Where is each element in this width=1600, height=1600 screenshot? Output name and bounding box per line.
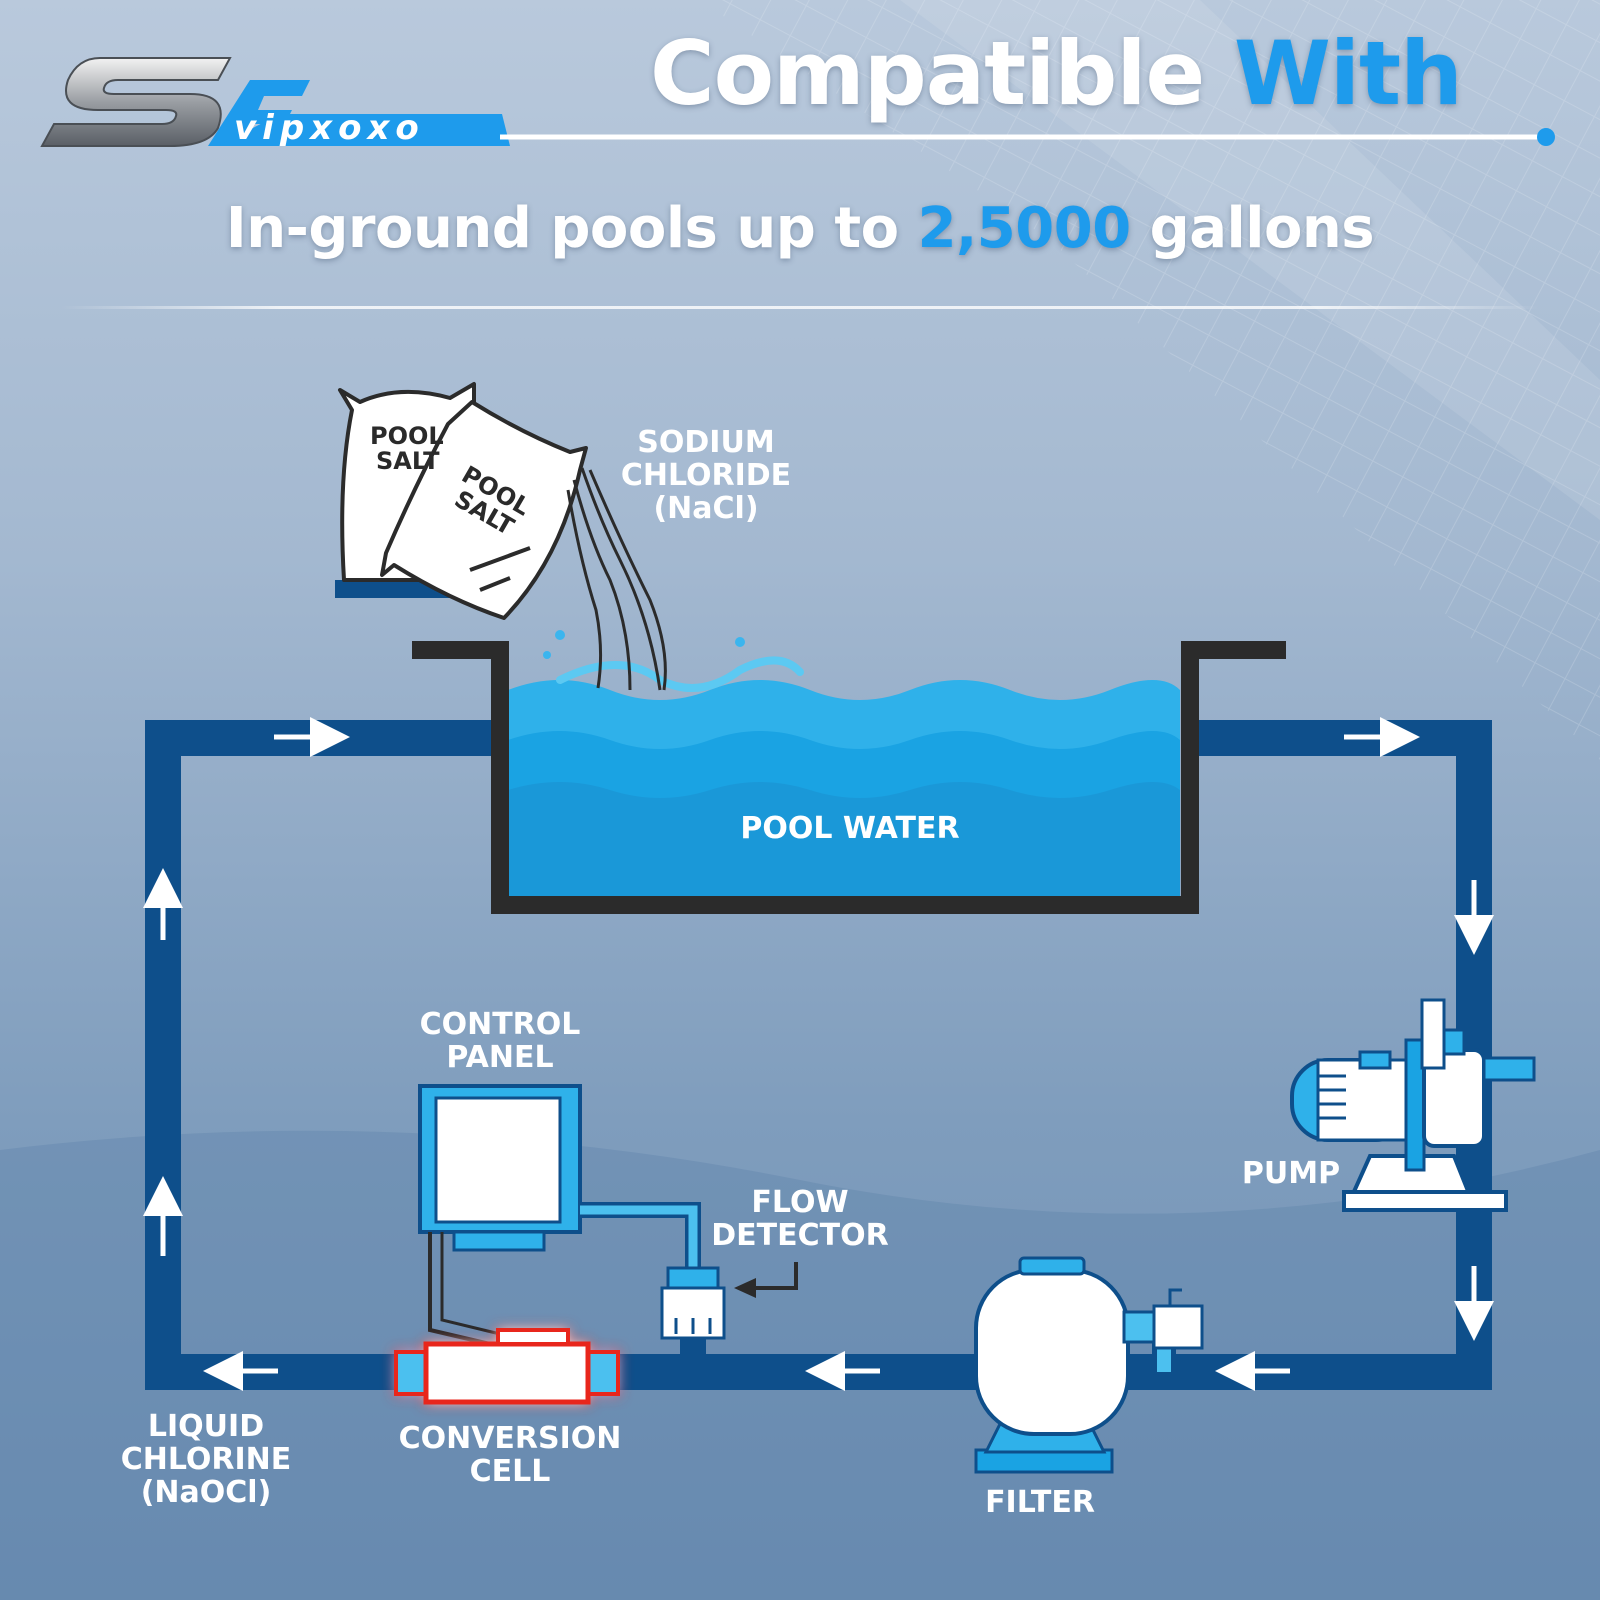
flow-detector-label: FLOW DETECTOR [700,1186,900,1252]
conversion-cell-line-2: CELL [469,1454,551,1489]
flow-detector-line-2: DETECTOR [711,1218,889,1253]
title-underline [500,128,1555,146]
brand-logo [40,57,510,147]
control-panel-label: CONTROL PANEL [400,1008,600,1074]
control-panel [418,1084,701,1346]
filter [974,1256,1204,1474]
conversion-cell [394,1328,620,1405]
liquid-chlorine-line-1: LIQUID [147,1409,265,1444]
control-panel-line-2: PANEL [446,1040,554,1075]
page-title: Compatible With [650,22,1463,125]
liquid-chlorine-line-3: (NaOCl) [140,1475,272,1510]
pool [412,641,1286,914]
divider-line [60,306,1540,309]
pool-capacity: In-ground pools up to 2,5000 gallons [0,196,1600,261]
conversion-cell-line-1: CONVERSION [398,1421,622,1456]
title-highlight: With [1233,22,1463,125]
sodium-line-3: (NaCl) [653,491,759,526]
subtitle-before: In-ground pools up to [225,196,899,261]
bag-back-line-1: POOL [370,422,444,450]
sodium-chloride-label: SODIUM CHLORIDE (NaCl) [596,426,816,525]
pump-label: PUMP [1241,1156,1341,1191]
control-panel-line-1: CONTROL [419,1007,581,1042]
pump [1290,998,1536,1212]
sodium-line-1: SODIUM [637,425,775,460]
flow-detector-line-1: FLOW [751,1185,849,1220]
subtitle-after: gallons [1149,196,1375,261]
filter-label: FILTER [985,1485,1095,1520]
pool-salt-bags [335,382,745,691]
title-main: Compatible [650,22,1205,125]
liquid-chlorine-label: LIQUID CHLORINE (NaOCl) [106,1410,306,1509]
brand-name: vipxoxo [234,108,425,148]
capacity-number: 2,5000 [917,196,1132,261]
flow-arrows [143,717,1494,1391]
sodium-line-2: CHLORIDE [620,458,792,493]
conversion-cell-label: CONVERSION CELL [385,1422,635,1488]
liquid-chlorine-line-2: CHLORINE [120,1442,292,1477]
flow-detector [660,1262,798,1354]
bag-back-label: POOL SALT [370,424,444,474]
bag-back-line-2: SALT [376,447,440,475]
pool-water-label: POOL WATER [740,811,960,846]
